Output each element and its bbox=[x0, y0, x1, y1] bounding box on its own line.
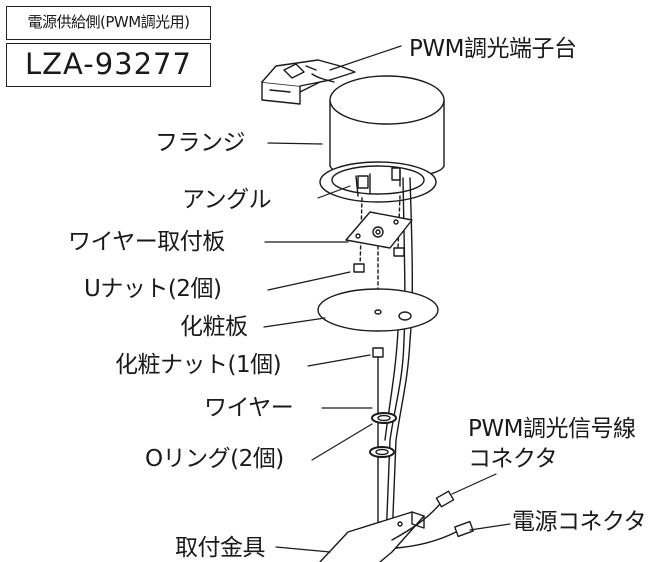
u-nuts-drawing bbox=[353, 247, 405, 273]
cables-drawing bbox=[384, 177, 413, 541]
model-label-box: 電源供給側(PWM調光用) LZA-93277 bbox=[6, 6, 211, 87]
model-number: LZA-93277 bbox=[6, 43, 211, 87]
label-power-connector: 電源コネクタ bbox=[512, 509, 647, 535]
o-rings-drawing bbox=[369, 412, 397, 458]
wire-plate-drawing bbox=[345, 211, 413, 249]
leader-lines bbox=[263, 45, 511, 553]
label-wire: ワイヤー bbox=[204, 395, 294, 421]
label-angle: アングル bbox=[182, 187, 272, 213]
pwm-terminal-block-drawing bbox=[261, 59, 356, 105]
label-pwm-signal-line: PWM調光信号線 bbox=[468, 416, 636, 442]
label-wire-plate: ワイヤー取付板 bbox=[68, 229, 225, 255]
label-trim-nut: 化粧ナット(1個) bbox=[115, 352, 282, 378]
label-pwm-terminal: PWM調光端子台 bbox=[409, 36, 577, 62]
mount-bracket-drawing bbox=[319, 511, 425, 562]
connectors-drawing bbox=[391, 490, 474, 549]
angle-ring-drawing bbox=[319, 161, 437, 203]
model-subtitle: 電源供給側(PWM調光用) bbox=[6, 6, 211, 40]
label-u-nut: Uナット(2個) bbox=[84, 276, 222, 302]
trim-plate-drawing bbox=[317, 288, 439, 332]
label-pwm-signal-connector: コネクタ bbox=[468, 446, 558, 472]
label-o-ring: Oリング(2個) bbox=[145, 446, 284, 472]
label-flange: フランジ bbox=[155, 130, 246, 156]
label-mount-bracket: 取付金具 bbox=[175, 535, 266, 561]
label-trim-plate: 化粧板 bbox=[180, 314, 248, 340]
trim-nut-wire-drawing bbox=[372, 347, 384, 541]
